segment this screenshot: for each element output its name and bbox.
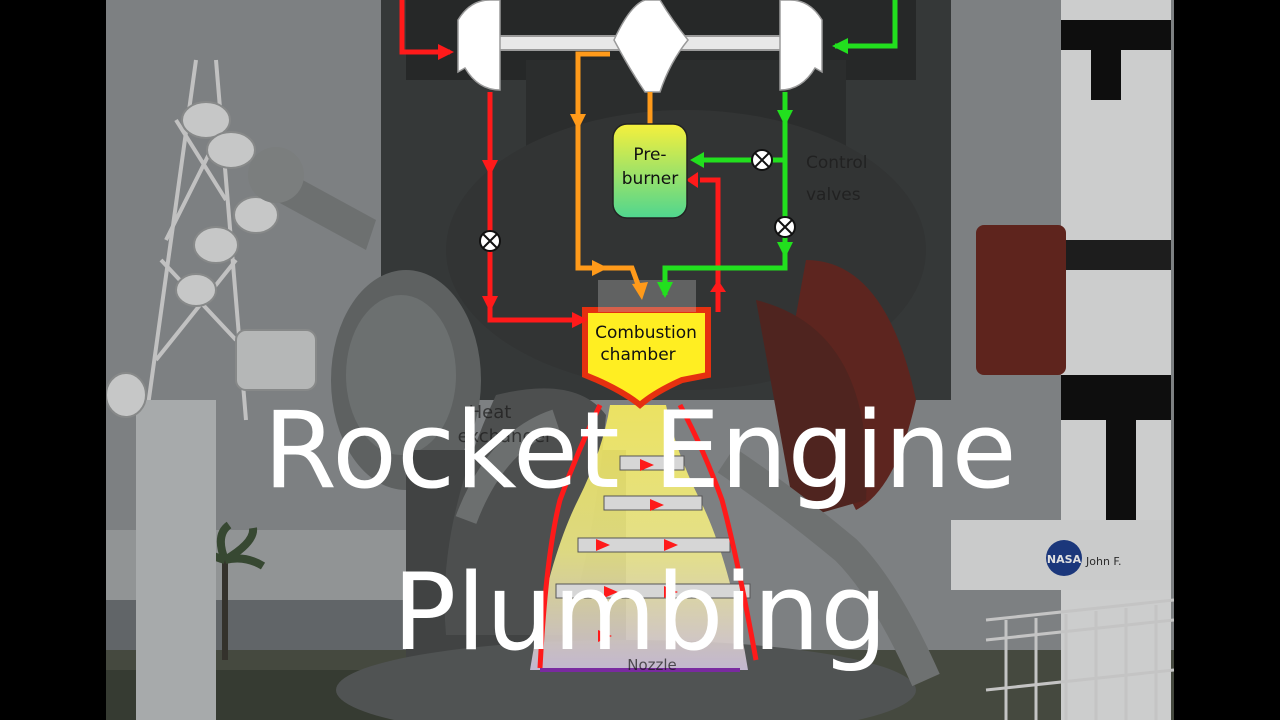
tower-pillar — [136, 400, 216, 720]
title-line-2: Plumbing — [392, 551, 888, 674]
combustion-chamber — [582, 307, 711, 409]
sign-text: John F. — [1085, 555, 1121, 568]
combustion-label-line2: chamber — [600, 345, 675, 365]
preburner-label-line1: Pre- — [633, 145, 666, 165]
control-valves-label-line1: Control — [806, 153, 867, 173]
preburner — [612, 123, 688, 219]
control-valve-fuel — [479, 230, 501, 252]
hot-gas-line — [575, 51, 653, 291]
control-valve-oxidizer-main — [774, 216, 796, 238]
fence — [985, 598, 1174, 720]
preburner-label-line2: burner — [622, 169, 678, 189]
control-valves-label-line2: valves — [806, 185, 861, 205]
nasa-sign: NASA John F. — [951, 520, 1171, 590]
rocket — [1061, 0, 1171, 720]
hot-gas-arrows — [570, 114, 648, 300]
turbine-impeller — [613, 0, 689, 93]
fuel-pump-impeller — [457, 0, 501, 91]
heat-exchanger-label-line2: exchanger — [458, 426, 553, 447]
heat-exchanger-label-line1: Heat — [469, 402, 512, 423]
oxidizer-arrows — [657, 38, 848, 298]
oxidizer-pump-impeller — [779, 0, 823, 91]
nasa-logo-text: NASA — [1047, 553, 1082, 566]
fuel-arrows — [438, 44, 726, 642]
combustion-label-line1: Combustion — [595, 323, 697, 343]
floodlights — [106, 101, 317, 418]
title-line-1: Rocket Engine — [263, 389, 1017, 512]
nozzle-label: Nozzle — [627, 656, 677, 674]
control-valve-oxidizer-preburner — [751, 149, 773, 171]
